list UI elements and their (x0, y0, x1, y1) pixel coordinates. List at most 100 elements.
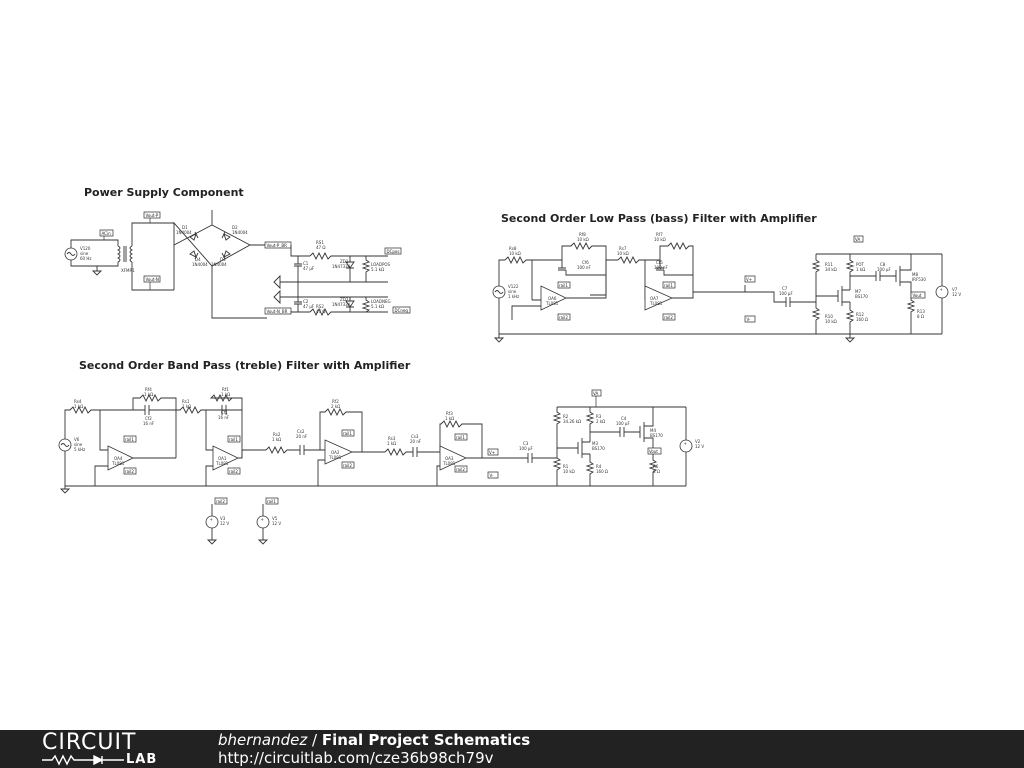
svg-text:rail1: rail1 (664, 283, 673, 288)
svg-text:34 kΩ: 34 kΩ (825, 267, 837, 272)
svg-text:R3: R3 (596, 414, 602, 419)
svg-text:Vout: Vout (913, 293, 922, 298)
svg-text:C2: C2 (303, 299, 309, 304)
logo-circuit-text: CIRCUIT (42, 730, 137, 755)
svg-text:OA1: OA1 (218, 456, 227, 461)
svg-text:+: + (684, 441, 687, 446)
svg-text:M8: M8 (912, 272, 918, 277)
svg-text:12 V: 12 V (272, 521, 281, 526)
svg-text:R6: R6 (653, 464, 659, 469)
svg-text:Rf3: Rf3 (446, 411, 453, 416)
svg-text:V120: V120 (80, 246, 91, 251)
svg-text:8 Ω: 8 Ω (917, 314, 924, 319)
title-separator: / (307, 731, 322, 749)
svg-text:Vout-P: Vout-P (146, 213, 159, 218)
svg-text:Cf2: Cf2 (145, 416, 152, 421)
footer-bar: CIRCUIT LAB bhernandez / Final Project S… (0, 730, 1024, 768)
svg-text:5.1 kΩ: 5.1 kΩ (371, 267, 384, 272)
svg-text:R12: R12 (856, 312, 864, 317)
svg-text:D3: D3 (220, 257, 226, 262)
svg-text:rail1: rail1 (267, 499, 276, 504)
svg-text:rail2: rail2 (343, 463, 352, 468)
svg-text:rail2: rail2 (456, 467, 465, 472)
svg-text:Cf1: Cf1 (221, 410, 228, 415)
circuitlab-logo[interactable]: CIRCUIT LAB (42, 730, 182, 767)
svg-text:R4: R4 (596, 464, 602, 469)
svg-text:V7: V7 (952, 287, 958, 292)
svg-text:Vout-N: Vout-N (146, 277, 159, 282)
svg-text:Rf8: Rf8 (579, 232, 586, 237)
svg-text:C3: C3 (523, 441, 529, 446)
svg-text:BS170: BS170 (592, 446, 605, 451)
svg-text:XFMR1: XFMR1 (121, 268, 135, 273)
svg-text:12 V: 12 V (952, 292, 961, 297)
svg-text:R1: R1 (563, 464, 569, 469)
author-link[interactable]: bhernandez (218, 731, 308, 749)
svg-text:DCpos: DCpos (387, 249, 400, 254)
svg-text:M3: M3 (592, 441, 598, 446)
svg-text:16 nF: 16 nF (218, 415, 230, 420)
svg-text:M7: M7 (855, 289, 861, 294)
svg-text:R10: R10 (825, 314, 833, 319)
svg-text:M4: M4 (650, 428, 656, 433)
svg-text:TL081: TL081 (442, 461, 456, 466)
svg-text:BS170: BS170 (855, 294, 868, 299)
svg-text:100 nF: 100 nF (654, 265, 668, 270)
bandpass-title: Second Order Band Pass (treble) Filter w… (79, 359, 411, 372)
svg-text:1 kΩ: 1 kΩ (144, 392, 153, 397)
project-title-link[interactable]: Final Project Schematics (321, 731, 531, 749)
svg-text:1N4004: 1N4004 (232, 230, 248, 235)
svg-text:Rs2: Rs2 (273, 432, 281, 437)
svg-text:10 kΩ: 10 kΩ (563, 469, 575, 474)
svg-text:R13: R13 (917, 309, 925, 314)
svg-text:C7: C7 (782, 286, 788, 291)
svg-text:1N4004: 1N4004 (192, 262, 208, 267)
svg-text:12 V: 12 V (220, 521, 229, 526)
svg-text:D2: D2 (232, 225, 238, 230)
svg-text:34.26 kΩ: 34.26 kΩ (563, 419, 581, 424)
dc-source-icon (205, 515, 219, 529)
resistor-diode-icon (42, 754, 124, 766)
svg-text:Rf2: Rf2 (332, 399, 339, 404)
diode-d4-icon (189, 250, 199, 260)
svg-text:IRF530: IRF530 (912, 277, 926, 282)
svg-text:Rs7: Rs7 (619, 246, 627, 251)
project-url-link[interactable]: http://circuitlab.com/cze36b98ch79v (218, 749, 494, 767)
svg-text:LOADNEG: LOADNEG (371, 299, 391, 304)
svg-text:1N4004: 1N4004 (176, 230, 192, 235)
schematic-canvas: Power Supply Component Second Order Low … (58, 186, 961, 545)
svg-text:1 kΩ: 1 kΩ (445, 416, 454, 421)
svg-text:V-: V- (490, 473, 495, 478)
ground-icon (273, 274, 281, 290)
svg-text:47 Ω: 47 Ω (316, 245, 325, 250)
opamp-oa4-icon (107, 445, 134, 471)
svg-text:rail2: rail2 (664, 315, 673, 320)
svg-text:+: + (940, 287, 943, 292)
svg-text:V+: V+ (489, 450, 495, 455)
svg-text:16 nF: 16 nF (143, 421, 155, 426)
svg-text:RS1: RS1 (316, 240, 324, 245)
svg-text:100 µF: 100 µF (877, 267, 891, 272)
svg-text:160 Ω: 160 Ω (596, 469, 608, 474)
svg-text:V6: V6 (74, 437, 80, 442)
dc-source-icon (935, 285, 949, 299)
svg-text:47 Ω: 47 Ω (316, 309, 325, 314)
svg-text:LOADPOS: LOADPOS (371, 262, 391, 267)
svg-text:Vout: Vout (649, 449, 658, 454)
svg-text:Rs1: Rs1 (182, 399, 190, 404)
svg-text:1 kΩ: 1 kΩ (856, 267, 865, 272)
svg-text:DCneg: DCneg (395, 308, 409, 313)
svg-text:5.1 kΩ: 5.1 kΩ (371, 304, 384, 309)
svg-text:V122: V122 (508, 284, 519, 289)
diode-d3-icon (221, 250, 231, 260)
svg-text:VA: VA (593, 391, 598, 396)
opamp-oa3-icon (439, 445, 467, 471)
svg-text:BS170: BS170 (650, 433, 663, 438)
svg-text:rail1: rail1 (343, 431, 352, 436)
svg-text:160 Ω: 160 Ω (856, 317, 868, 322)
svg-text:2 kΩ: 2 kΩ (596, 419, 605, 424)
svg-text:rail1: rail1 (125, 437, 134, 442)
svg-text:Cs3: Cs3 (411, 434, 419, 439)
svg-text:OA4: OA4 (114, 456, 123, 461)
svg-text:Vout-P_BR: Vout-P_BR (267, 243, 288, 248)
